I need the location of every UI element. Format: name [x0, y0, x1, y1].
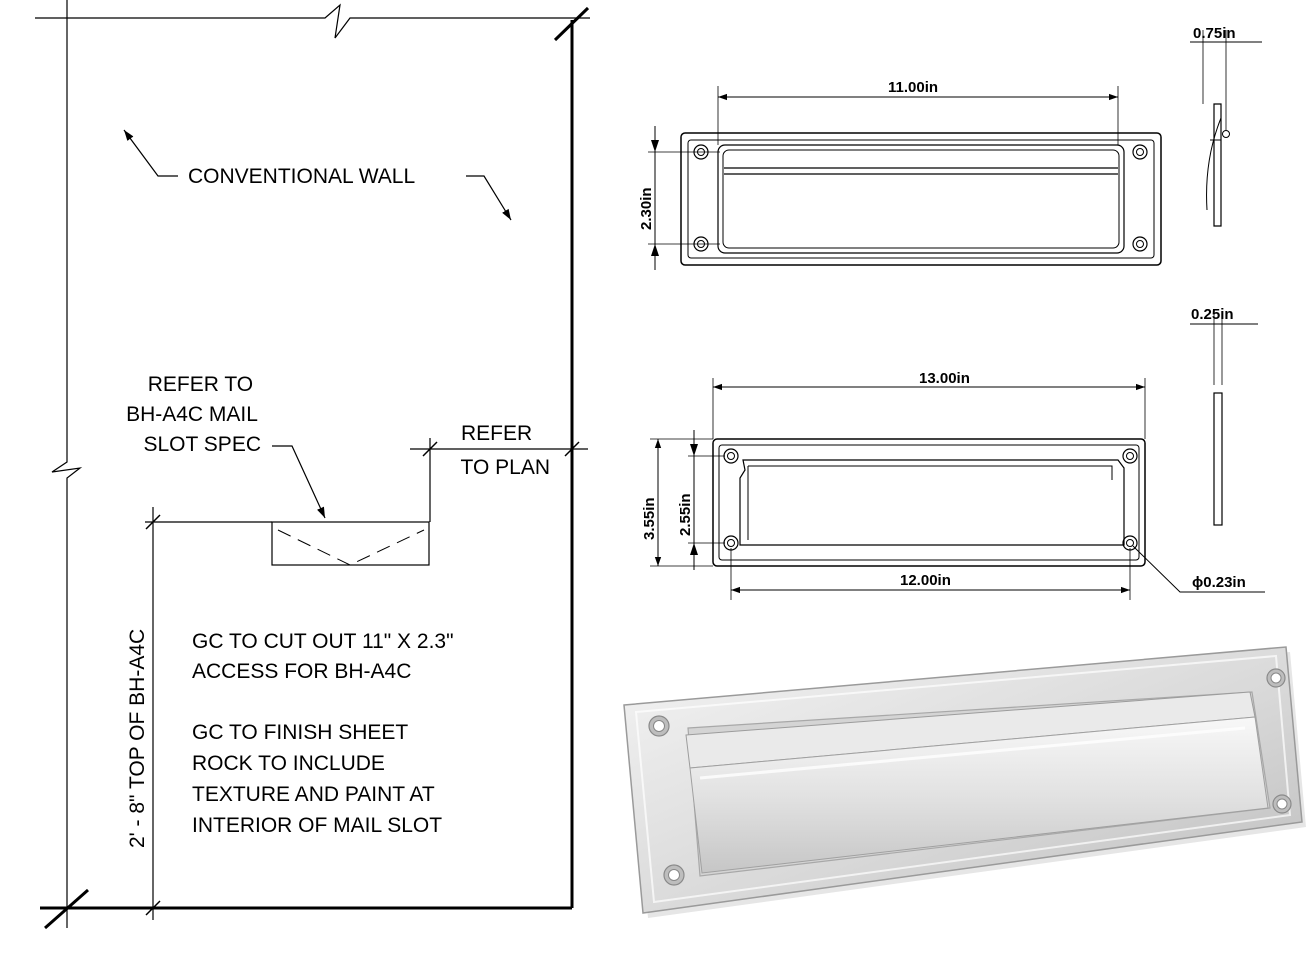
- corner-tick: [553, 6, 590, 42]
- interior-opening: [717, 144, 1125, 254]
- contractor-notes: GC TO CUT OUT 11" X 2.3" ACCESS FOR BH-A…: [192, 630, 459, 837]
- exterior-opening: [739, 459, 1125, 546]
- exterior-opening-label: 12.00in: [900, 572, 951, 589]
- interior-plate-drawing: 11.00in 2.30in 0.75in: [638, 25, 1262, 270]
- exterior-screw-holes: [723, 448, 1138, 551]
- plan-tick: [422, 441, 438, 457]
- interior-screw-holes: [693, 144, 1148, 252]
- height-tick: [145, 514, 161, 530]
- height-tick: [145, 900, 161, 916]
- wall-leader-right: [466, 175, 512, 221]
- interior-depth-label: 0.75in: [1193, 25, 1236, 42]
- product-screws: [648, 668, 1292, 886]
- wall-leader-left: [123, 129, 178, 177]
- corner-tick: [44, 888, 89, 930]
- product-flap: [689, 716, 1269, 874]
- left-wall-line: [51, 0, 83, 928]
- hole-diameter-label: ϕ0.23in: [1192, 574, 1246, 591]
- refer-spec-label: REFER TO BH-A4C MAIL SLOT SPEC: [126, 373, 263, 456]
- interior-plate-edge: [687, 139, 1155, 259]
- mail-slot-product-image: [623, 646, 1306, 918]
- wall-label: CONVENTIONAL WALL: [188, 165, 415, 188]
- exterior-side-view: [1213, 392, 1223, 526]
- exterior-plate-drawing: 13.00in 12.00in 3.55in 2.55in ϕ0.23in 0.…: [641, 306, 1265, 600]
- exterior-height-label: 3.55in: [641, 497, 658, 540]
- exterior-width-label: 13.00in: [919, 370, 970, 387]
- mail-slot-opening: [271, 521, 430, 566]
- height-label: 2' - 8" TOP OF BH-A4C: [126, 629, 149, 848]
- interior-opening-inner: [722, 149, 1120, 249]
- slot-swing-lines: [277, 529, 425, 566]
- interior-width-label: 11.00in: [888, 79, 938, 96]
- plan-tick: [564, 441, 580, 457]
- spec-leader: [272, 445, 326, 519]
- wall-elevation: CONVENTIONAL WALL REFER TO BH-A4C MAIL S…: [35, 0, 590, 930]
- hole-leader: [1132, 545, 1265, 593]
- interior-side-view: [1213, 103, 1222, 227]
- interior-plate-outline: [680, 132, 1162, 266]
- exterior-plate-outline: [712, 438, 1146, 567]
- interior-height-label: 2.30in: [638, 187, 655, 230]
- top-break-line: [35, 3, 590, 39]
- exterior-flap-lines: [747, 465, 1113, 540]
- exterior-plate-edge: [718, 444, 1140, 561]
- refer-plan-label: REFER TO PLAN: [461, 422, 550, 479]
- interior-flap-lines: [724, 167, 1118, 175]
- exterior-inner-height-label: 2.55in: [677, 493, 694, 536]
- exterior-thickness-label: 0.25in: [1191, 306, 1234, 323]
